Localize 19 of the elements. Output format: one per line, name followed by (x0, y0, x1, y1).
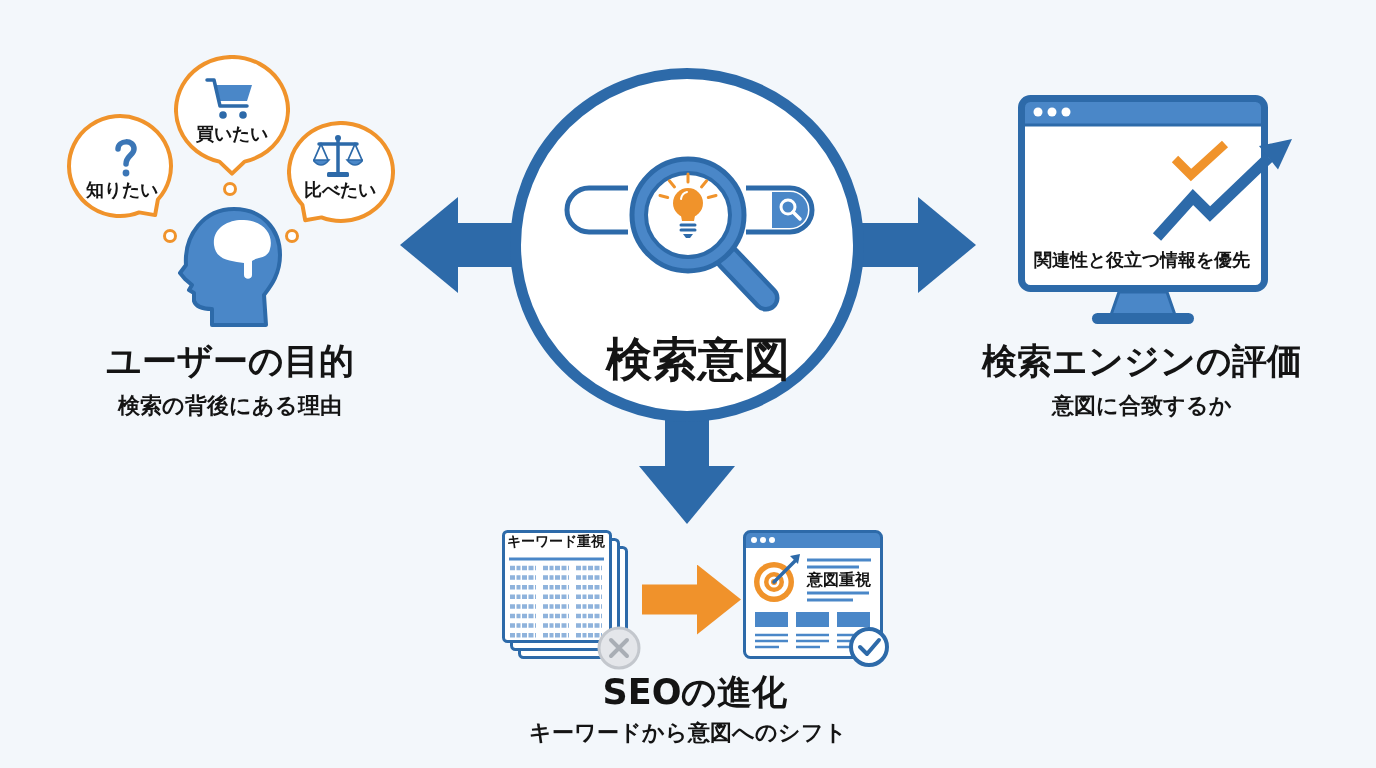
arrow (639, 418, 735, 524)
group-subtitle: 意図に合致するか (1052, 393, 1232, 419)
group-title: SEOの進化 (602, 672, 788, 713)
document-stack (500, 528, 642, 671)
group-subtitle: キーワードから意図へのシフト (529, 720, 847, 746)
bubble-label: 比べたい (304, 180, 376, 201)
document-title: キーワード重視 (507, 533, 605, 550)
thought-bubble (174, 55, 290, 177)
arrow (860, 197, 976, 293)
bubble-label: 知りたい (86, 180, 158, 201)
group-title: 検索エンジンの評価 (982, 341, 1302, 382)
screen-text: 関連性と役立つ情報を優先 (1034, 250, 1250, 271)
bubble-label: 買いたい (196, 124, 268, 145)
page-title: 意図重視 (807, 571, 871, 590)
circle-label: 検索意図 (606, 333, 790, 386)
arrow (642, 564, 741, 635)
group-subtitle: 検索の背後にある理由 (118, 393, 342, 419)
group-title: ユーザーの目的 (106, 341, 354, 382)
arrow (400, 197, 514, 293)
